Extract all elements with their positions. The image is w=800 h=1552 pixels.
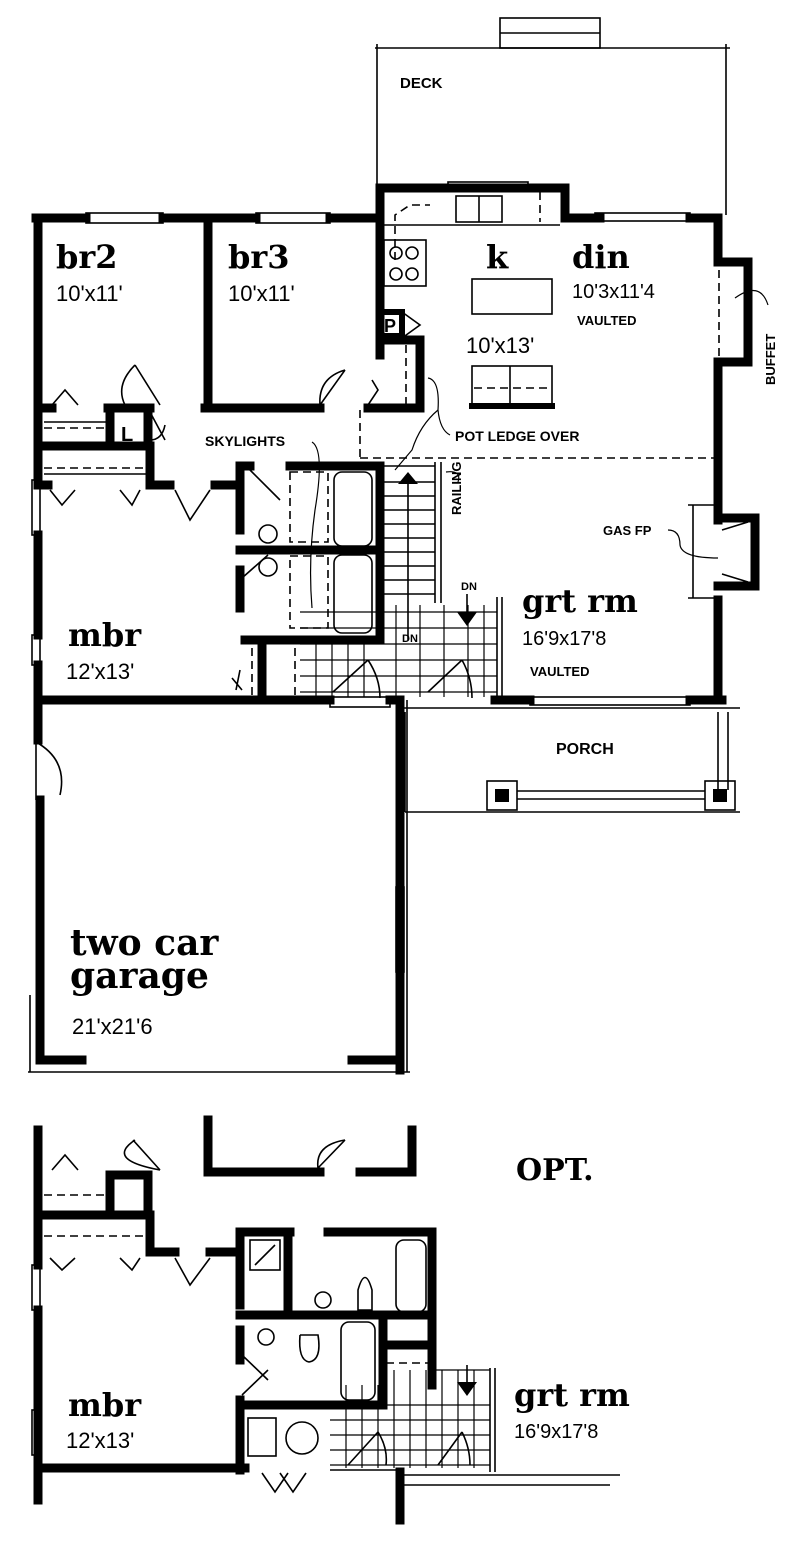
dining-name: din [572,238,630,276]
optional-plan: OPT. [31,1115,630,1525]
br3-name: br3 [228,238,290,276]
laundry-label: L [121,424,133,446]
dining-size: 10'3x11'4 [572,281,655,303]
room-br3: br3 10'x11' [203,213,295,413]
stairs: RAILING DN DN [300,462,503,1075]
garage: two car garage 21'x21'6 [28,695,410,1073]
br3-size: 10'x11' [228,281,295,306]
mbr-name: mbr [68,616,142,654]
garage-name-line1: two car [70,922,219,964]
stairs-dn-label-1: DN [461,581,477,593]
great-room-note: VAULTED [530,664,589,679]
garage-size: 21'x21'6 [72,1014,153,1039]
optional-mbr-name: mbr [68,1386,142,1424]
skylights-label: SKYLIGHTS [205,433,285,449]
pantry-label: P [384,316,396,336]
bathrooms: SKYLIGHTS [205,433,385,703]
stairs-dn-label-2: DN [402,633,418,645]
kitchen: P k 10'x13' [375,192,560,413]
great-room-size: 16'9x17'8 [522,628,606,650]
walls [31,181,760,709]
room-br2: br2 10'x11' [56,238,123,306]
kitchen-size: 10'x13' [466,333,534,358]
deck-label: DECK [400,75,443,92]
garage-name-line2: garage [70,955,209,997]
great-room: grt rm 16'9x17'8 VAULTED GAS FP [522,523,719,679]
optional-great-room-name: grt rm [514,1376,630,1414]
railing-label: RAILING [449,462,464,515]
gas-fp-label: GAS FP [603,523,652,538]
great-room-name: grt rm [522,582,638,620]
porch: PORCH [404,712,740,813]
kitchen-name: k [486,238,509,276]
porch-label: PORCH [556,741,614,758]
br2-size: 10'x11' [56,281,123,306]
deck: DECK [375,17,730,215]
dining: din 10'3x11'4 VAULTED BUFFET [572,238,778,385]
optional-title: OPT. [516,1153,594,1188]
br2-name: br2 [56,238,118,276]
mbr-size: 12'x13' [66,659,134,684]
buffet-label: BUFFET [763,334,778,385]
optional-mbr-size: 12'x13' [66,1428,134,1453]
dining-note: VAULTED [577,313,636,328]
master-bedroom: mbr 12'x13' [66,616,142,684]
pot-ledge-label: POT LEDGE OVER [455,428,579,444]
pot-ledge-annotation: POT LEDGE OVER [394,377,579,471]
optional-great-room-size: 16'9x17'8 [514,1421,598,1443]
